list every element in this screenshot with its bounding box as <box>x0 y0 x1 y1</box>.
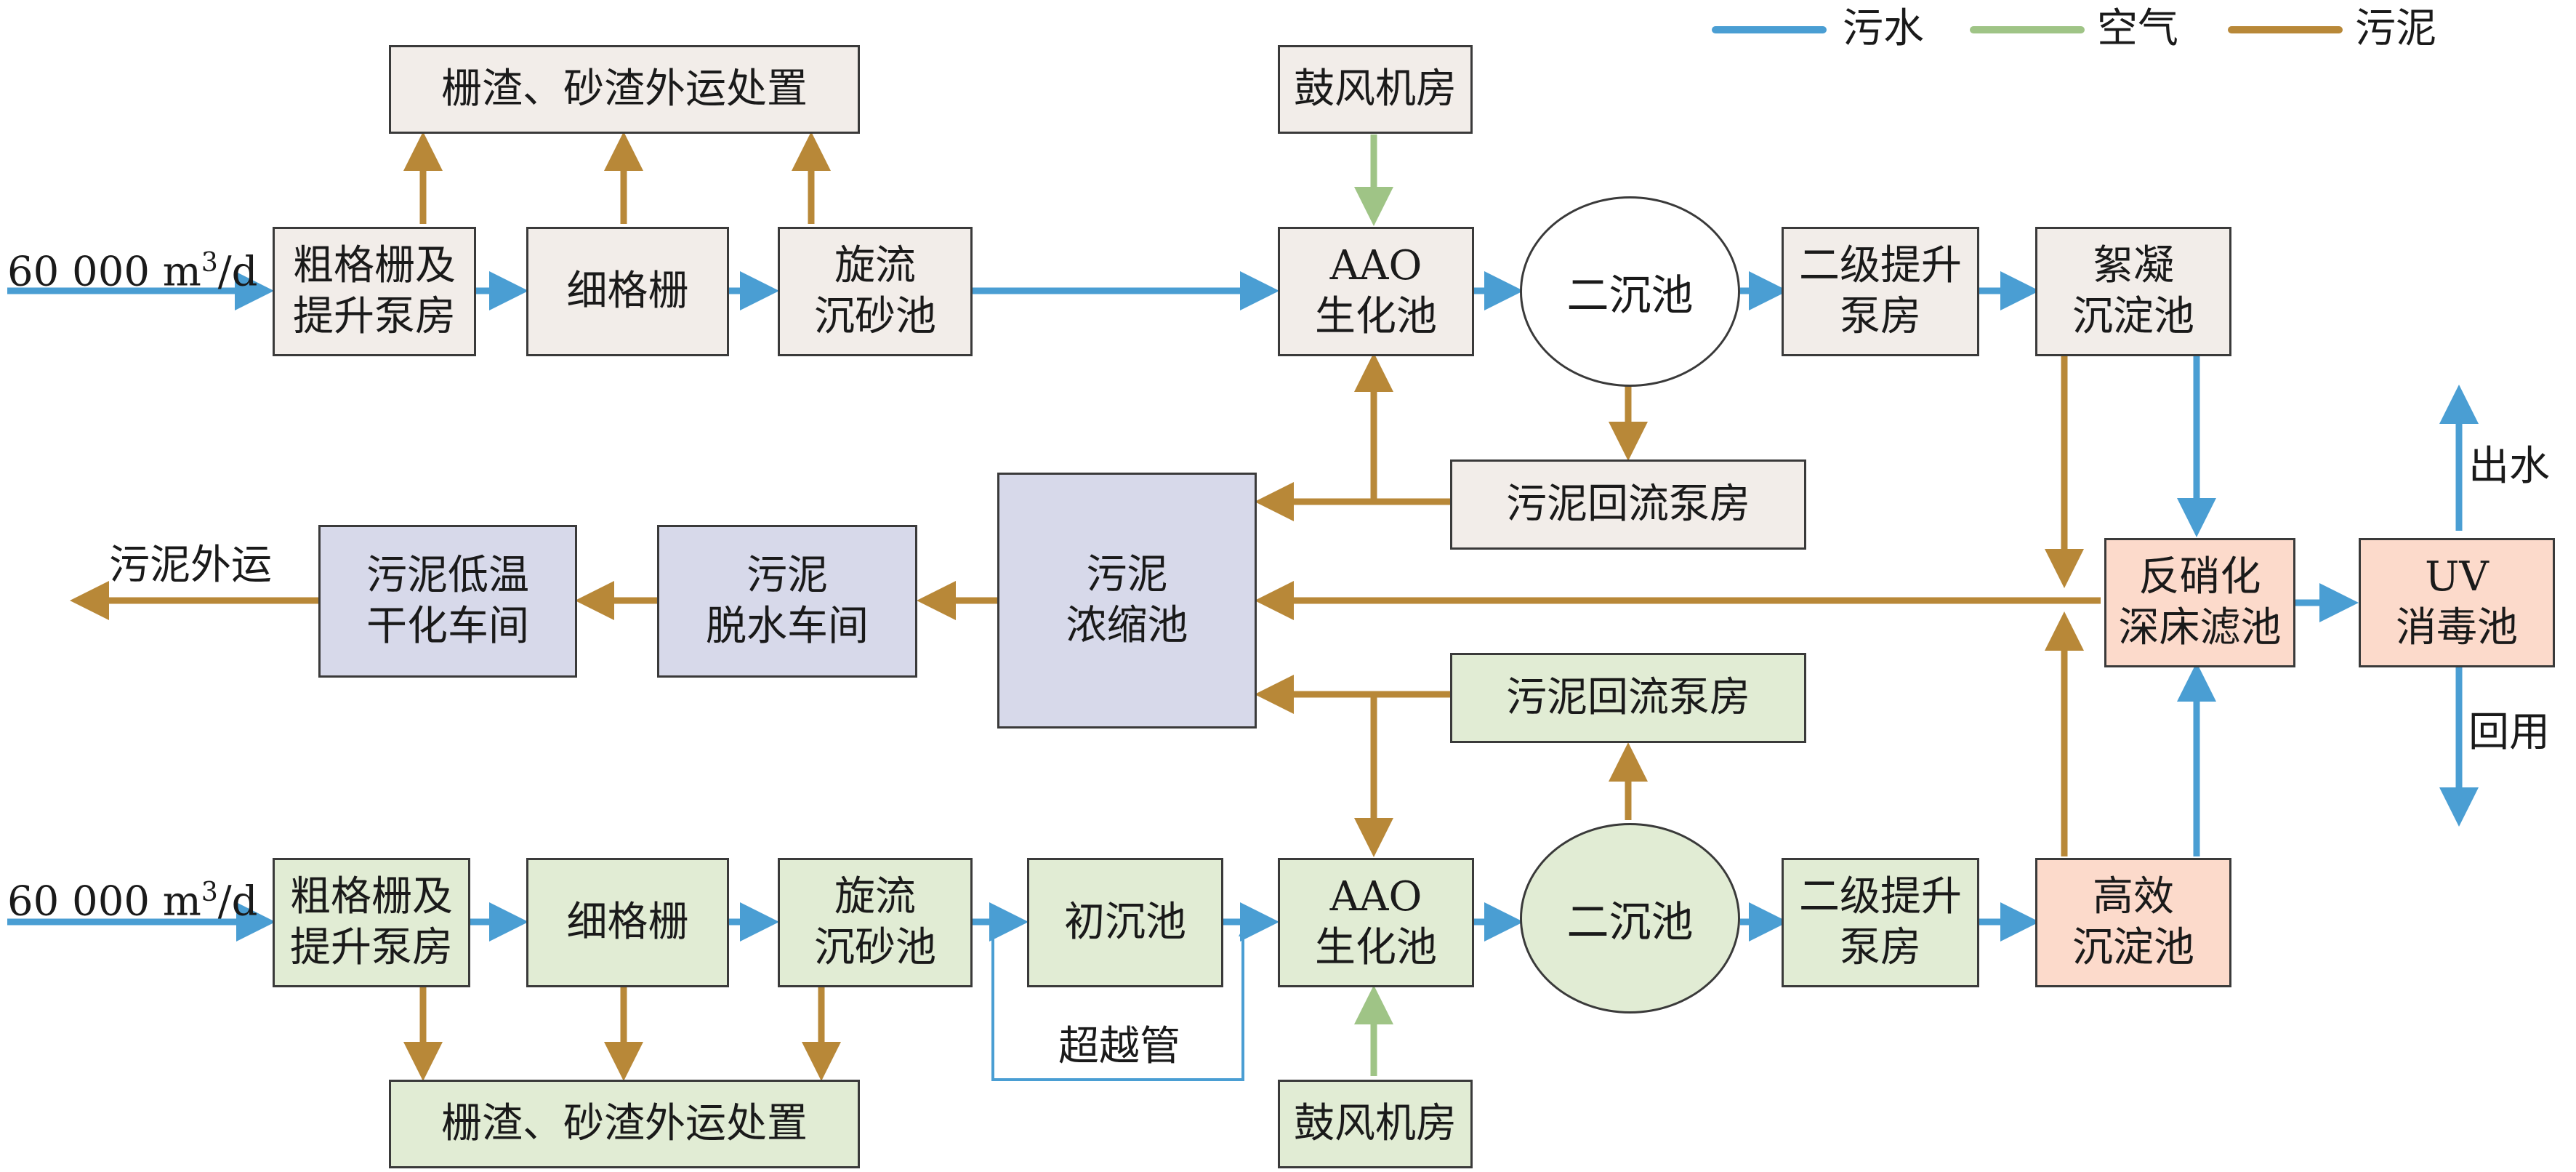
inflow-top-label: 60 000 m3/d <box>7 241 257 294</box>
inflow-top-prefix: 60 000 m <box>7 248 201 296</box>
bottom-aao-line1: AAO <box>1329 873 1422 920</box>
drying-line2: 干化车间 <box>366 603 529 650</box>
inflow-bottom-label: 60 000 m3/d <box>7 871 257 924</box>
bottom-screenings-disposal-text: 栅渣、砂渣外运处置 <box>441 1100 808 1147</box>
top-secondary-clarifier: 二沉池 <box>1520 196 1740 387</box>
inflow-bottom-exp: 3 <box>201 878 218 907</box>
top-sludge-return-text: 污泥回流泵房 <box>1506 481 1750 528</box>
bypass-pipe-line <box>991 922 1247 1081</box>
top-coarse-screen-line2: 提升泵房 <box>293 293 456 340</box>
sludge-dewatering: 污泥 脱水车间 <box>657 525 917 678</box>
effluent-label: 出水 <box>2468 443 2550 490</box>
top-screenings-disposal-text: 栅渣、砂渣外运处置 <box>441 65 808 113</box>
top-clarifier-text: 二沉池 <box>1566 270 1694 320</box>
top-lift-line2: 泵房 <box>1840 293 1921 340</box>
reuse-label: 回用 <box>2468 709 2550 756</box>
legend-sludge-line <box>2228 26 2343 33</box>
high-efficiency-sedimentation: 高效 沉淀池 <box>2035 858 2231 987</box>
top-fine-screen: 细格栅 <box>526 227 729 356</box>
inflow-bottom-prefix: 60 000 m <box>7 878 201 926</box>
top-fine-screen-text: 细格栅 <box>566 268 689 315</box>
bottom-coarse-screen-line1: 粗格栅及 <box>290 873 453 920</box>
sludge-thickener: 污泥 浓缩池 <box>997 473 1257 729</box>
bottom-clarifier-text: 二沉池 <box>1566 897 1694 947</box>
top-blower-room: 鼓风机房 <box>1278 45 1473 134</box>
bottom-blower-room: 鼓风机房 <box>1278 1080 1473 1168</box>
bottom-aao-line2: 生化池 <box>1315 924 1437 971</box>
bottom-aao-tank: AAO 生化池 <box>1278 858 1474 987</box>
bottom-screenings-disposal: 栅渣、砂渣外运处置 <box>389 1080 860 1168</box>
primary-clarifier: 初沉池 <box>1027 858 1223 987</box>
bypass-pipe-label: 超越管 <box>1058 1023 1180 1070</box>
bottom-sludge-return-pump: 污泥回流泵房 <box>1450 653 1806 743</box>
top-screenings-disposal: 栅渣、砂渣外运处置 <box>389 45 860 134</box>
floc-line1: 絮凝 <box>2093 242 2174 289</box>
bottom-lift-pump: 二级提升 泵房 <box>1782 858 1979 987</box>
legend-air-label: 空气 <box>2097 5 2178 52</box>
dewatering-line1: 污泥 <box>746 552 828 599</box>
primary-clarifier-text: 初沉池 <box>1064 899 1186 946</box>
inflow-top-exp: 3 <box>201 248 218 278</box>
bottom-blower-text: 鼓风机房 <box>1294 1100 1457 1147</box>
bottom-fine-screen: 细格栅 <box>526 858 729 987</box>
floc-line2: 沉淀池 <box>2072 293 2194 340</box>
bottom-secondary-clarifier: 二沉池 <box>1520 823 1740 1014</box>
dewatering-line2: 脱水车间 <box>706 603 869 650</box>
legend-sewage-label: 污水 <box>1843 5 1924 52</box>
top-lift-pump: 二级提升 泵房 <box>1782 227 1979 356</box>
top-aao-line1: AAO <box>1329 242 1422 289</box>
legend-sewage-line <box>1712 26 1827 33</box>
filter-line1: 反硝化 <box>2138 553 2261 601</box>
uv-line2: 消毒池 <box>2396 604 2518 651</box>
legend-sludge-label: 污泥 <box>2355 5 2436 52</box>
top-lift-line1: 二级提升 <box>1799 242 1962 289</box>
bottom-fine-screen-text: 细格栅 <box>566 899 689 946</box>
filter-line2: 深床滤池 <box>2118 604 2282 651</box>
sludge-drying: 污泥低温 干化车间 <box>318 525 577 678</box>
top-vortex-grit-line1: 旋流 <box>834 242 916 289</box>
top-sludge-return-pump: 污泥回流泵房 <box>1450 459 1806 550</box>
denitrification-deep-bed-filter: 反硝化 深床滤池 <box>2104 538 2295 667</box>
thickener-line2: 浓缩池 <box>1066 602 1188 649</box>
bottom-vortex-grit-line2: 沉砂池 <box>814 924 936 971</box>
bottom-coarse-screen-pump: 粗格栅及 提升泵房 <box>273 858 470 987</box>
bottom-lift-line2: 泵房 <box>1840 924 1921 971</box>
uv-disinfection: UV 消毒池 <box>2359 538 2555 667</box>
bottom-sludge-return-text: 污泥回流泵房 <box>1506 674 1750 721</box>
hes-line1: 高效 <box>2093 873 2174 920</box>
top-vortex-grit: 旋流 沉砂池 <box>778 227 973 356</box>
inflow-top-suffix: /d <box>217 248 258 296</box>
legend-air-line <box>1970 26 2085 33</box>
top-coarse-screen-pump: 粗格栅及 提升泵房 <box>273 227 476 356</box>
bottom-coarse-screen-line2: 提升泵房 <box>290 924 453 971</box>
top-vortex-grit-line2: 沉砂池 <box>814 293 936 340</box>
top-blower-text: 鼓风机房 <box>1294 65 1457 113</box>
thickener-line1: 污泥 <box>1086 551 1168 598</box>
bottom-vortex-grit: 旋流 沉砂池 <box>778 858 973 987</box>
uv-line1: UV <box>2425 553 2489 601</box>
bottom-lift-line1: 二级提升 <box>1799 873 1962 920</box>
flocculation-sedimentation: 絮凝 沉淀池 <box>2035 227 2231 356</box>
sludge-out-label: 污泥外运 <box>109 542 272 589</box>
drying-line1: 污泥低温 <box>366 552 529 599</box>
top-coarse-screen-line1: 粗格栅及 <box>293 242 456 289</box>
hes-line2: 沉淀池 <box>2072 924 2194 971</box>
bottom-vortex-grit-line1: 旋流 <box>834 873 916 920</box>
top-aao-line2: 生化池 <box>1315 293 1437 340</box>
top-aao-tank: AAO 生化池 <box>1278 227 1474 356</box>
inflow-bottom-suffix: /d <box>217 878 258 926</box>
